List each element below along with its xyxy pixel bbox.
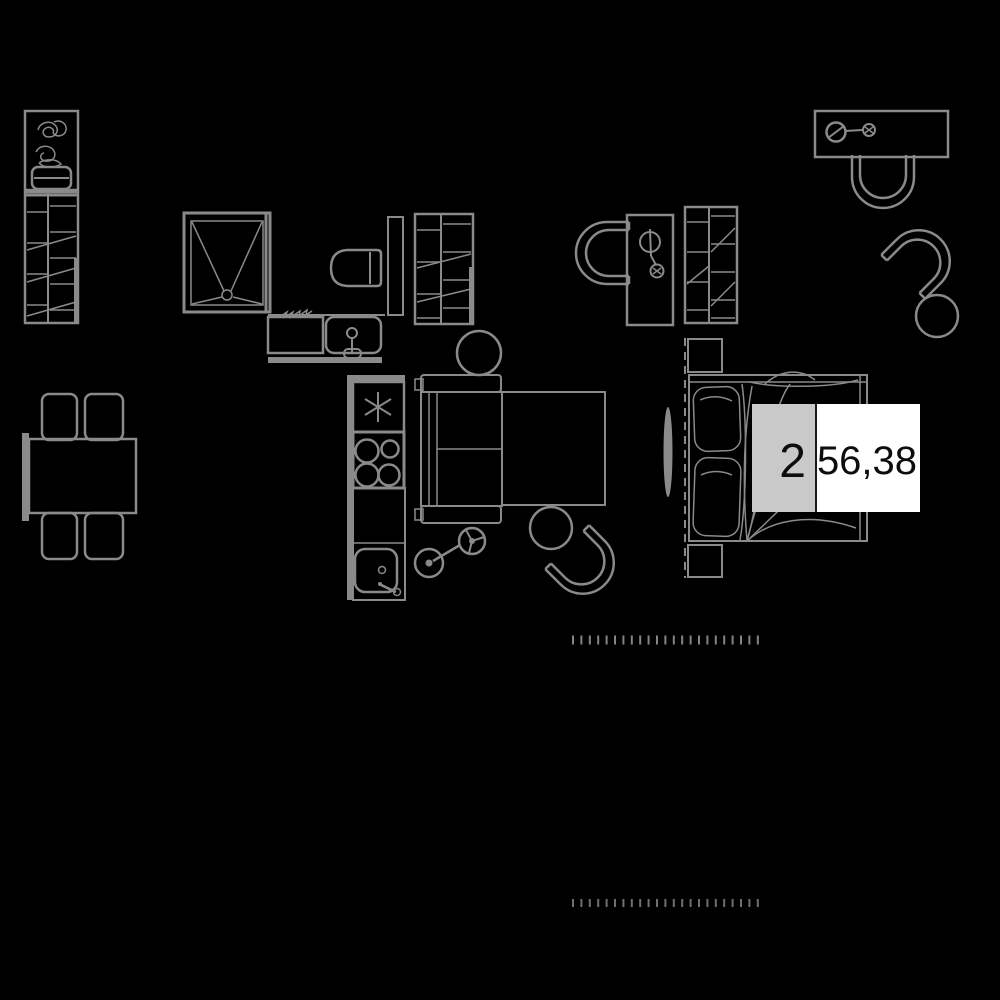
dining-chair-icon (40, 511, 79, 561)
pillow-icon (692, 385, 742, 453)
area-text: 56,38 (817, 439, 917, 483)
washing-machine-icon (23, 109, 80, 192)
sofa-icon (414, 374, 503, 524)
blanket-fold (739, 383, 747, 541)
pillow-icon (692, 456, 742, 538)
shower-icon (182, 211, 272, 314)
pouf-icon (455, 329, 503, 377)
bedside-runner-icon (663, 407, 673, 497)
dining-chair-icon (83, 511, 125, 561)
stove-burners-icon (351, 430, 406, 490)
nightstand-icon (687, 338, 723, 373)
desk-lamp-icon (825, 121, 876, 143)
round-table-icon (914, 293, 960, 339)
toilet-icon (329, 248, 383, 288)
blanket-fold (746, 518, 857, 542)
unit-info-label[interactable]: 2 56,38 (752, 404, 920, 512)
desk-lamp-icon (639, 228, 665, 279)
nightstand-icon (687, 544, 723, 578)
desk-chair-icon (850, 155, 916, 210)
armchair-icon (574, 220, 631, 286)
wardrobe-icon (413, 212, 475, 326)
room-count-text: 2 (779, 435, 806, 488)
dining-table-icon (27, 437, 138, 515)
kitchen-block (347, 375, 406, 601)
kitchen-sink-icon (353, 547, 402, 597)
pouf-icon (528, 505, 574, 551)
blanket-fold (749, 379, 859, 388)
desk-icon (813, 109, 950, 159)
blanket-fold (764, 371, 816, 385)
kitchen-wall-bar (347, 382, 353, 600)
vanity-sink-icon (266, 308, 385, 363)
bench-bar (22, 433, 29, 521)
partition-wall (387, 216, 404, 316)
wardrobe-icon (683, 205, 739, 325)
floor-lamp-icon (413, 526, 487, 579)
blanket-fold (743, 385, 753, 542)
dining-set (22, 392, 138, 561)
towel-scribble (280, 308, 313, 319)
dining-chair-icon (40, 392, 79, 442)
fridge-snowflake-icon (351, 380, 406, 434)
area-badge[interactable] (816, 404, 920, 512)
armchair-icon (880, 229, 951, 300)
rug-icon (501, 391, 606, 506)
bed-zone: 2 56,38 (663, 338, 920, 578)
room-count-badge[interactable] (752, 404, 816, 512)
armchair-icon (544, 524, 615, 595)
shelf-rack-icon (23, 190, 80, 325)
dining-chair-icon (83, 392, 125, 442)
kitchen-counter (352, 487, 406, 601)
desk-icon (625, 213, 675, 327)
kitchen-wall-bar (347, 375, 405, 382)
